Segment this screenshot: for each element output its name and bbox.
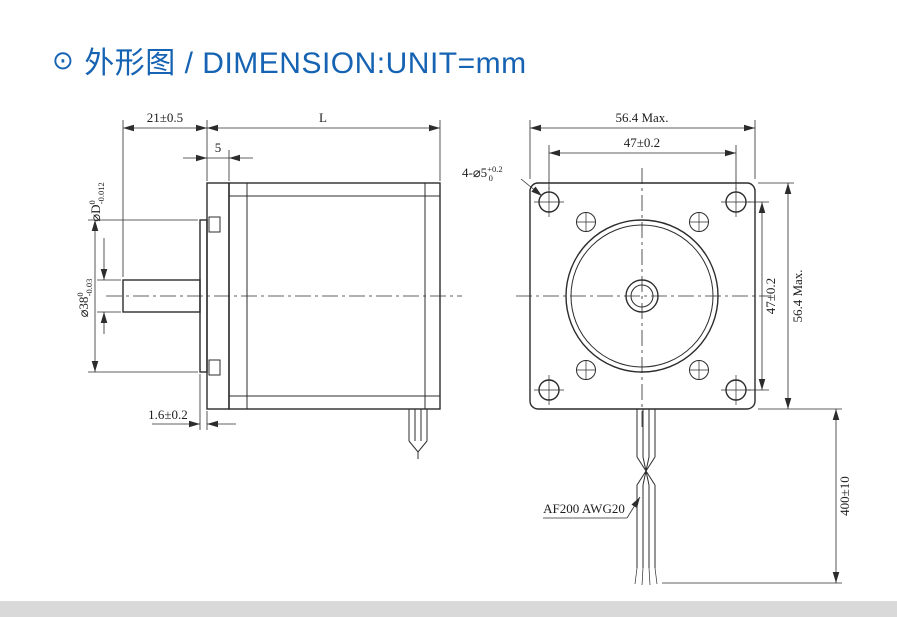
screw-top-right [689, 212, 709, 232]
page-title: 外形图 / DIMENSION:UNIT=mm [84, 47, 527, 80]
dim-label-lead-length: 400±10 [837, 476, 852, 516]
dim-shaft-diameter: ⌀D0-0.012 [87, 182, 121, 334]
flange-hole-section-top [208, 216, 221, 233]
dim-label-body-length: L [319, 110, 327, 125]
mounting-hole-bottom-left [534, 375, 564, 405]
boss-circle-inner [570, 224, 714, 368]
dim-label-width-max: 56.4 Max. [615, 110, 668, 125]
dim-boss-diameter: ⌀380-0.03 [75, 219, 198, 373]
dim-flange-thickness: 5 [183, 140, 253, 181]
mounting-hole-bottom-right [721, 375, 751, 405]
mounting-hole-top-right [721, 187, 751, 217]
front-lead-wires [634, 409, 658, 586]
dim-hole-pitch-vertical: 47±0.2 [748, 201, 778, 391]
section-bullet-icon: ⊙ [52, 45, 75, 75]
screw-bottom-right [689, 360, 709, 380]
dim-boss-depth: 1.6±0.2 [148, 374, 236, 430]
shaft-circle-outer [625, 279, 659, 313]
dim-label-height-max: 56.4 Max. [790, 269, 805, 322]
page-title-row: ⊙ 外形图 / DIMENSION:UNIT=mm [52, 38, 527, 82]
flange-hole-section-bottom [208, 359, 221, 376]
mounting-holes [534, 187, 751, 405]
dim-height-max: 56.4 Max. [758, 182, 842, 410]
dim-body-length: L [206, 110, 441, 181]
side-view: 21±0.5 L 5 [75, 110, 462, 459]
front-view: AF200 AWG20 56.4 Max. 47±0.2 4-⌀5+0. [462, 110, 852, 586]
dim-label-shaft-diameter: ⌀D0-0.012 [87, 182, 106, 221]
dim-width-max: 56.4 Max. [529, 110, 756, 179]
wire-label-group: AF200 AWG20 [543, 496, 641, 519]
screw-top-left [576, 212, 596, 232]
motor-body-detail-lines [229, 183, 440, 409]
cover-screws [576, 212, 709, 380]
dim-label-hole-pitch-horizontal: 47±0.2 [624, 135, 660, 150]
dim-label-boss-diameter: ⌀380-0.03 [75, 279, 94, 318]
dim-label-hole-pitch-vertical: 47±0.2 [763, 278, 778, 314]
dim-label-flange-thickness: 5 [215, 140, 222, 155]
dim-shaft-length: 21±0.5 [122, 110, 208, 277]
dim-hole-pitch-horizontal: 47±0.2 [548, 135, 737, 190]
side-lead-wires [408, 409, 428, 459]
dim-lead-length: 400±10 [662, 409, 852, 584]
wire-label: AF200 AWG20 [543, 501, 625, 516]
footer-strip [0, 601, 897, 617]
screw-bottom-left [576, 360, 596, 380]
shaft-circle-inner [630, 284, 654, 308]
dim-label-shaft-length: 21±0.5 [147, 110, 183, 125]
motor-body-outline [228, 182, 441, 410]
mounting-hole-top-left [534, 187, 564, 217]
boss-circle-outer [565, 219, 719, 373]
dim-label-boss-depth: 1.6±0.2 [148, 407, 188, 422]
